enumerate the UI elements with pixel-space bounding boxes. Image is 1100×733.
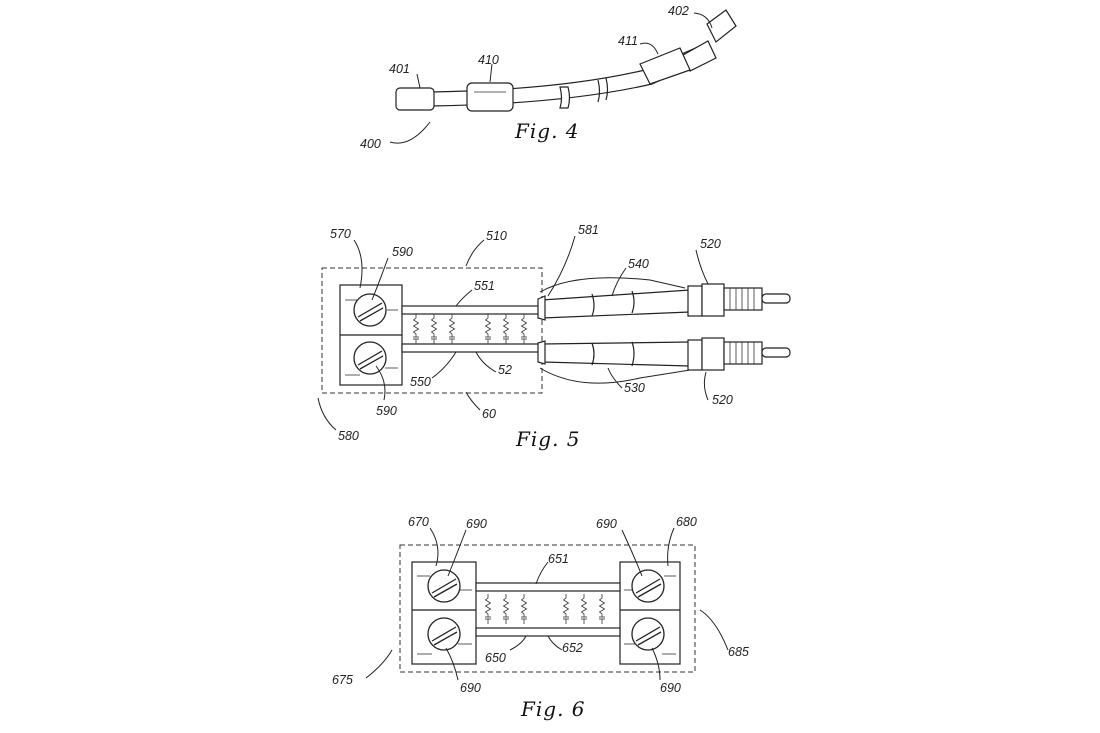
leader-690a: [447, 529, 467, 577]
ref-590-bottom: 590: [376, 404, 397, 418]
screw-icon: [353, 341, 387, 375]
ref-520-bottom: 520: [712, 393, 733, 407]
ref-540: 540: [628, 257, 649, 271]
ref-520-top: 520: [700, 237, 721, 251]
leader-520b: [703, 371, 709, 401]
ref-550: 550: [410, 375, 431, 389]
leader-540: [611, 267, 627, 297]
ref-551: 551: [474, 279, 495, 293]
ref-400: 400: [360, 137, 381, 151]
leader-652: [547, 635, 563, 651]
ref-690-bottom-right: 690: [660, 681, 681, 695]
leader-650: [509, 635, 527, 651]
ref-410: 410: [478, 53, 499, 67]
ref-650: 650: [485, 651, 506, 665]
figure-6-caption: Fig. 6: [520, 697, 586, 721]
cable-lower: [537, 340, 691, 367]
figure-6: 670 690 651 690 680 650 652 675 685 690 …: [332, 515, 749, 721]
screw-icon: [427, 569, 461, 603]
boundary-510: [321, 267, 543, 394]
leader-520a: [695, 249, 709, 285]
break-mark: [559, 77, 609, 109]
screw-icon: [631, 569, 665, 603]
leader-400: [389, 121, 431, 144]
ref-680: 680: [676, 515, 697, 529]
ref-685: 685: [728, 645, 749, 659]
ref-670: 670: [408, 515, 429, 529]
leader-690d: [651, 647, 661, 681]
ref-590-top: 590: [392, 245, 413, 259]
brace-540: [539, 277, 686, 293]
ref-581: 581: [578, 223, 599, 237]
ref-401: 401: [389, 62, 410, 76]
figure-5: 570 590 510 581 540 520 551 550 52 590 6…: [317, 223, 791, 451]
leader-580: [317, 397, 337, 431]
ref-402: 402: [668, 4, 689, 18]
ref-675: 675: [332, 673, 353, 687]
leader-690c: [445, 647, 459, 681]
leader-670: [429, 527, 439, 567]
figure-4-caption: Fig. 4: [514, 119, 580, 143]
leader-510: [465, 239, 485, 267]
leader-550: [431, 351, 457, 379]
ref-651: 651: [548, 552, 569, 566]
ref-530: 530: [624, 381, 645, 395]
catheter-body: [430, 40, 717, 109]
ref-510: 510: [486, 229, 507, 243]
leader-675: [365, 649, 393, 679]
figure-4: 401 410 411 402 400 Fig. 4: [360, 4, 737, 151]
ref-580: 580: [338, 429, 359, 443]
sleeve-410: [466, 82, 514, 112]
ref-52: 52: [498, 363, 512, 377]
leader-685: [699, 609, 729, 651]
ref-652: 652: [562, 641, 583, 655]
ref-690-top-right: 690: [596, 517, 617, 531]
connector-520-lower: [687, 337, 791, 371]
resistor-board: [401, 305, 543, 353]
leader-401: [416, 73, 421, 89]
ref-570: 570: [330, 227, 351, 241]
leader-411: [639, 42, 659, 55]
leader-690b: [621, 529, 643, 577]
leader-570: [353, 239, 363, 289]
screw-icon: [353, 293, 387, 327]
leader-590a: [371, 257, 389, 301]
leader-530: [607, 367, 623, 389]
screw-icon: [631, 617, 665, 651]
tip-402: [706, 9, 737, 43]
leader-590b: [375, 365, 386, 401]
leader-410: [489, 63, 493, 83]
leader-651: [535, 561, 549, 585]
brace-530: [539, 367, 691, 384]
end-piece-401: [395, 87, 435, 111]
ref-690-bottom-left: 690: [460, 681, 481, 695]
ref-60: 60: [482, 407, 496, 421]
resistor-board-6: [475, 582, 621, 637]
leader-52: [475, 351, 497, 373]
leader-551: [455, 289, 473, 307]
leader-680: [667, 527, 675, 567]
leader-581: [547, 235, 576, 297]
screw-icon: [427, 617, 461, 651]
leader-402: [693, 12, 713, 29]
sleeve-411: [639, 47, 691, 85]
ref-411: 411: [618, 34, 638, 48]
ref-690-top-left: 690: [466, 517, 487, 531]
cable-upper: [537, 289, 691, 321]
leader-60: [465, 391, 481, 411]
boundary-675-685: [399, 544, 696, 673]
figure-5-caption: Fig. 5: [515, 427, 581, 451]
connector-520-upper: [687, 283, 791, 317]
